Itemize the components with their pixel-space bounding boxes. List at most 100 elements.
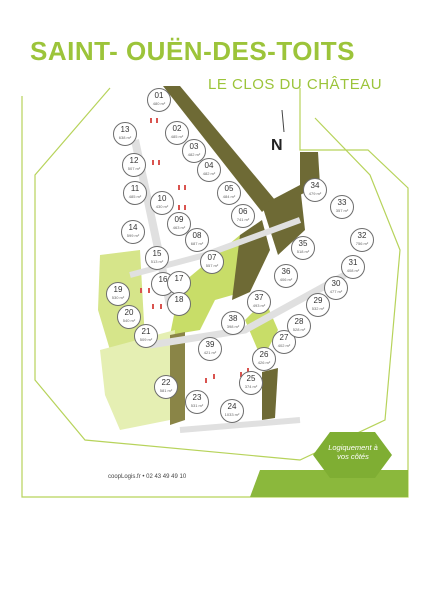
brand-badge-text: Logiquement à vos côtés [328,443,378,461]
lot-number: 34 [310,181,320,190]
lot-number: 18 [174,295,184,304]
lot-number: 35 [298,239,308,248]
lot-number: 29 [313,296,323,305]
lot-number: 38 [228,314,238,323]
hedge-north [163,86,275,212]
lot-area: 687 m² [190,241,204,246]
lot-number: 14 [128,223,138,232]
lot-number: 19 [113,285,123,294]
lot-area: 530 m² [111,295,125,300]
lot-area: 485 m² [170,134,184,139]
lot-area: 406 m² [279,277,293,282]
lot-number: 27 [279,333,289,342]
hedge-south [170,332,185,425]
lot-area: 509 m² [139,337,153,342]
lot-number: 28 [294,317,304,326]
frame-outline [21,88,409,498]
lot-number: 24 [227,402,237,411]
lot-area: 357 m² [335,208,349,213]
lot-number: 17 [174,274,184,283]
lot-number: 16 [158,275,168,284]
lot-number: 26 [259,350,269,359]
lot-number: 22 [161,378,171,387]
lot-area: 507 m² [127,166,141,171]
lot-number: 25 [246,374,256,383]
lot-number: 11 [130,184,140,193]
lot-area: 482 m² [202,171,216,176]
lot-number: 37 [254,293,264,302]
lot-number: 21 [141,327,151,336]
lot-area: 741 m² [236,217,250,222]
lot-number: 05 [224,184,234,193]
north-arrow-label: N [271,137,283,154]
lot-area: 638 m² [118,135,132,140]
hedge-east [262,185,305,255]
lot-number: 33 [337,198,347,207]
lot-area: 408 m² [346,268,360,273]
lot-marker[interactable]: 18 [167,292,191,316]
page-title: SAINT- OUËN-DES-TOITS [30,36,355,66]
lot-area: 402 m² [277,343,291,348]
lot-number: 02 [172,124,182,133]
lot-number: 03 [189,142,199,151]
lot-area: 513 m² [150,259,164,264]
lot-number: 12 [129,156,139,165]
lot-area: 532 m² [311,306,325,311]
lot-number: 36 [281,267,291,276]
lot-area: 477 m² [329,289,343,294]
contact-info: coopLogis.fr • 02 43 49 49 10 [108,474,187,480]
lot-number: 30 [331,279,341,288]
lot-number: 09 [174,215,184,224]
lot-area: 374 m² [244,384,258,389]
lot-area: 479 m² [308,191,322,196]
lot-area: 430 m² [155,204,169,209]
lot-number: 15 [152,249,162,258]
lot-number: 06 [238,207,248,216]
lot-number: 10 [157,194,167,203]
lot-number: 08 [192,231,202,240]
green-zone-southwest [100,330,175,430]
lot-area: 482 m² [187,152,201,157]
road-bottom [179,417,301,433]
lot-area: 485 m² [128,194,142,199]
lot-number: 31 [348,258,358,267]
lot-area: 484 m² [222,194,236,199]
lot-number: 39 [205,340,215,349]
lot-area: 480 m² [152,101,166,106]
lot-area: 1033 m² [224,412,240,417]
